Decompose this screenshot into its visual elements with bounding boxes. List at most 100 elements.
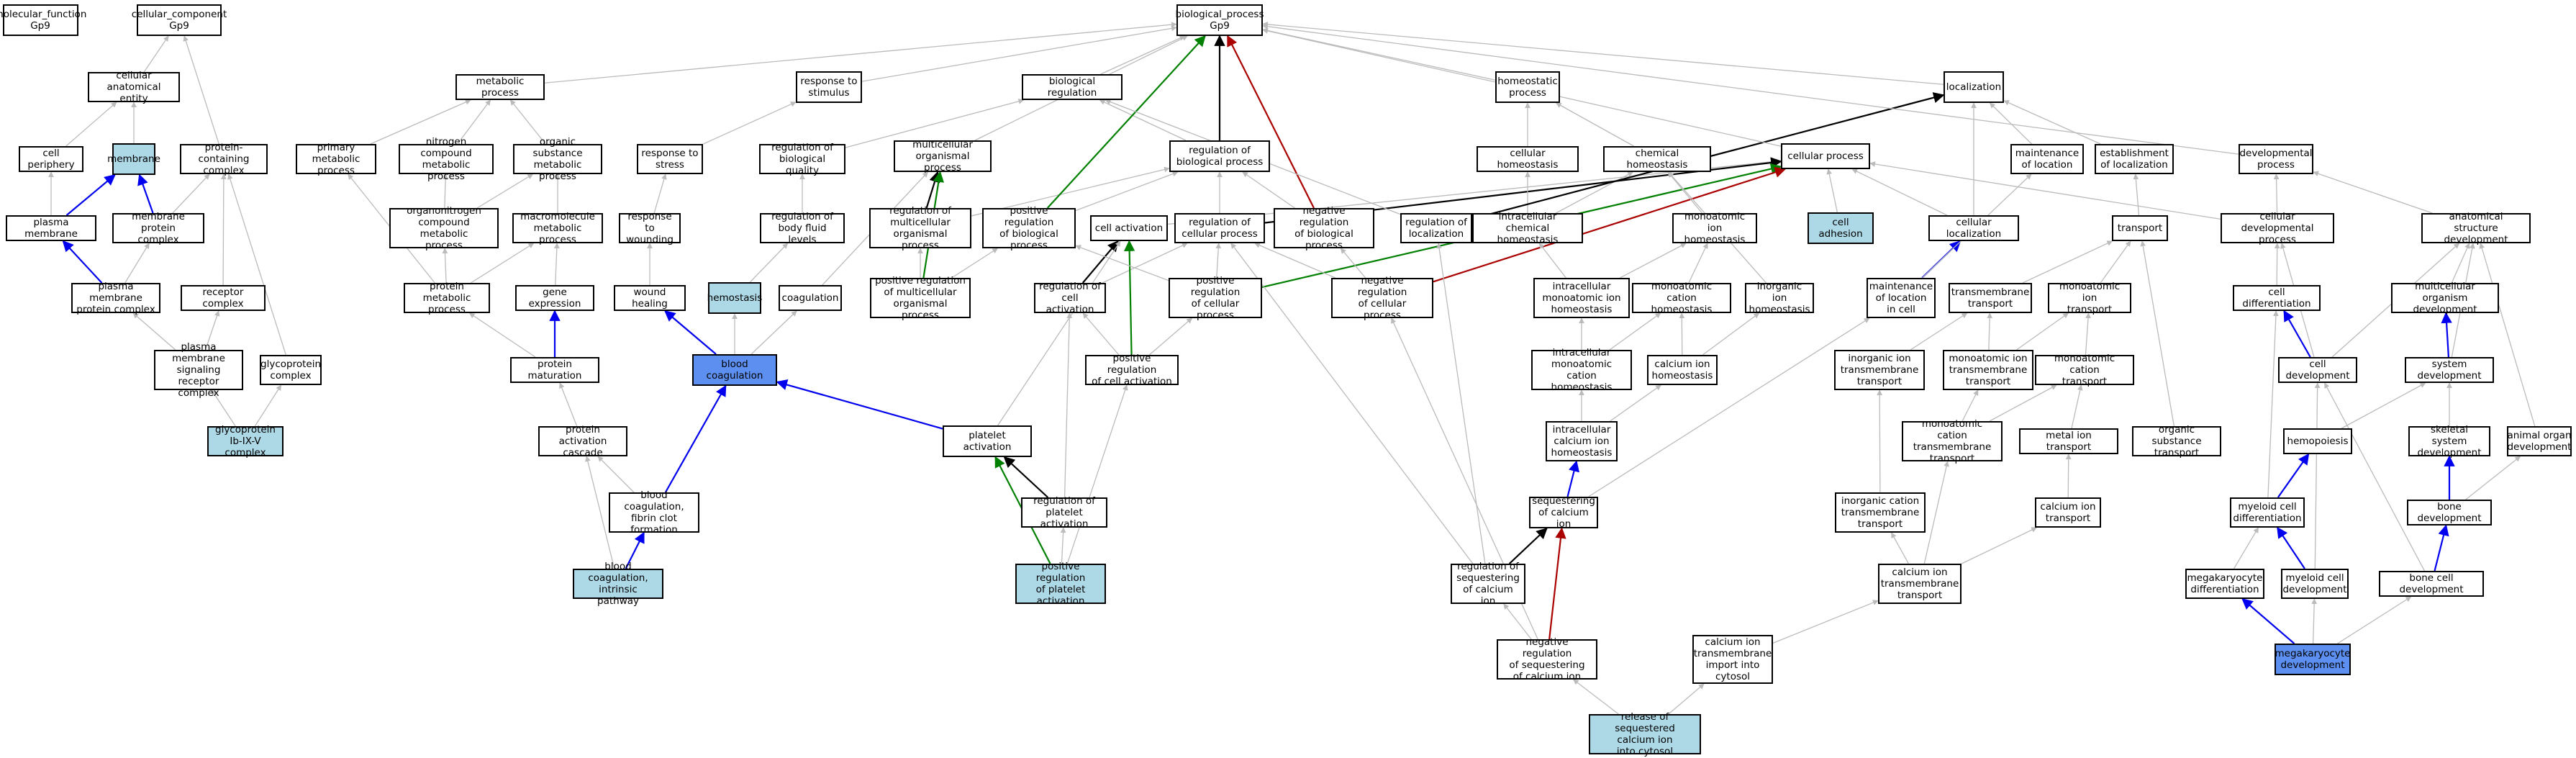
go-term-node-ppp[interactable]: primary metabolic process [296,142,376,176]
go-term-node-rol[interactable]: regulation of localization [1400,213,1472,243]
go-term-node-bcoag[interactable]: blood coagulation [692,354,777,386]
go-term-node-rtw[interactable]: response to wounding [619,211,681,245]
go-term-node-sci[interactable]: sequestering of calcium ion [1529,495,1598,530]
go-term-node-metit[interactable]: metal ion transport [2019,428,2118,454]
go-term-node-hp[interactable]: homeostatic process [1495,71,1560,103]
go-term-node-citt[interactable]: calcium ion transmembrane transport [1878,564,1962,604]
go-term-node-bcip[interactable]: blood coagulation, intrinsic pathway [573,561,663,607]
go-term-node-ca[interactable]: cell activation [1090,215,1168,241]
go-term-node-cit[interactable]: calcium ion transport [2035,497,2101,528]
go-term-node-ost[interactable]: organic substance transport [2132,424,2221,459]
go-term-node-rsci2[interactable]: release of sequestered calcium ion into … [1589,711,1701,757]
go-term-node-mkd[interactable]: megakaryocyte differentiation [2185,569,2264,599]
go-term-node-bcf[interactable]: blood coagulation, fibrin clot formation [609,489,699,536]
go-term-node-pm[interactable]: plasma membrane [6,215,96,241]
go-term-node-gpc[interactable]: glycoprotein complex [260,355,322,385]
go-term-node-cadh[interactable]: cell adhesion [1808,212,1874,244]
go-term-node-mcdev[interactable]: myeloid cell development [2281,569,2349,599]
go-term-node-gib[interactable]: glycoprotein Ib-IX-V complex [207,424,284,459]
go-term-node-ch[interactable]: cellular homeostasis [1477,146,1579,172]
go-term-node-iih[interactable]: inorganic ion homeostasis [1745,281,1814,315]
go-term-node-rca[interactable]: regulation of cell activation [1034,281,1106,315]
go-term-node-mkdev[interactable]: megakaryocyte development [2275,644,2351,675]
go-term-node-trans[interactable]: transport [2112,215,2168,241]
go-term-node-rbp[interactable]: regulation of biological process [1169,140,1270,172]
go-term-node-chh[interactable]: chemical homeostasis [1603,146,1711,172]
go-term-node-cpr[interactable]: cellular process [1781,143,1870,169]
go-term-node-skd[interactable]: skeletal system development [2408,424,2490,459]
go-term-node-cc[interactable]: cellular_component Gp9 [132,4,227,36]
go-term-node-coag[interactable]: coagulation [779,285,842,311]
go-term-node-rbfl[interactable]: regulation of body fluid levels [760,211,845,245]
go-term-node-mach[interactable]: monoatomic cation homeostasis [1632,281,1731,315]
go-term-node-nrsci[interactable]: negative regulation of sequestering of c… [1497,636,1597,682]
go-term-node-pac[interactable]: protein activation cascade [538,424,627,459]
go-term-node-mcd[interactable]: myeloid cell differentiation [2230,497,2305,528]
go-term-node-rsci[interactable]: regulation of sequestering of calcium io… [1451,561,1525,607]
go-term-node-iitt[interactable]: inorganic ion transmembrane transport [1834,350,1925,390]
go-term-node-rc[interactable]: receptor complex [181,285,266,311]
go-term-node-mact[interactable]: monoatomic cation transport [2035,353,2134,387]
go-term-node-cp[interactable]: cell periphery [19,146,83,172]
go-term-node-osmp[interactable]: organic substance metabolic process [513,136,602,182]
go-term-node-mpc[interactable]: membrane protein complex [112,211,204,245]
go-term-node-oncmp[interactable]: organonitrogen compound metabolic proces… [389,205,499,251]
go-term-node-prcp[interactable]: positive regulation of cellular process [1169,275,1262,321]
go-term-node-metp[interactable]: metabolic process [455,74,545,100]
go-term-node-cdiff[interactable]: cell differentiation [2233,285,2321,311]
go-term-node-hemop[interactable]: hemopoiesis [2283,428,2352,454]
go-term-node-tmt[interactable]: transmembrane transport [1949,283,2032,313]
go-term-node-mactt[interactable]: monoatomic cation transmembrane transpor… [1902,418,2003,464]
go-term-node-citic[interactable]: calcium ion transmembrane import into cy… [1692,635,1773,684]
go-term-node-prca[interactable]: positive regulation of cell activation [1085,353,1179,387]
go-term-node-cih[interactable]: calcium ion homeostasis [1647,355,1718,385]
go-term-node-cae[interactable]: cellular anatomical entity [88,70,180,104]
go-term-node-imih[interactable]: intracellular monoatomic ion homeostasis [1533,278,1630,318]
go-term-node-devp[interactable]: developmental process [2239,144,2313,174]
go-term-node-aod[interactable]: animal organ development [2507,426,2572,456]
go-term-node-pmat[interactable]: protein maturation [510,357,599,383]
go-term-node-pmpc[interactable]: plasma membrane protein complex [71,281,160,315]
go-term-node-prmop[interactable]: positive regulation of multicellular org… [870,275,971,321]
go-term-node-icih[interactable]: intracellular calcium ion homeostasis [1546,421,1618,461]
go-term-node-mod[interactable]: multicellular organism development [2391,281,2499,315]
go-term-node-bp[interactable]: biological_process Gp9 [1176,4,1264,36]
go-term-node-ictt[interactable]: inorganic cation transmembrane transport [1835,492,1926,533]
go-term-node-rtst[interactable]: response to stress [637,144,703,174]
go-term-node-molc[interactable]: maintenance of location in cell [1867,278,1936,318]
go-term-node-bioreg[interactable]: biological regulation [1022,74,1123,100]
go-term-node-mem[interactable]: membrane [107,143,160,175]
go-term-node-mmp[interactable]: macromolecule metabolic process [512,211,603,245]
go-term-node-ge[interactable]: gene expression [515,285,594,311]
go-term-node-mop[interactable]: multicellular organismal process [894,139,992,173]
go-term-node-pmsrc[interactable]: plasma membrane signaling receptor compl… [154,341,243,399]
go-term-node-prbp[interactable]: positive regulation of biological proces… [982,205,1076,251]
go-term-node-nrcp[interactable]: negative regulation of cellular process [1331,275,1433,321]
go-term-node-icph[interactable]: intracellular chemical homeostasis [1472,211,1583,245]
go-term-node-asd[interactable]: anatomical structure development [2421,211,2531,245]
go-term-node-ncmp[interactable]: nitrogen compound metabolic process [399,136,494,182]
go-term-node-mol[interactable]: maintenance of location [2010,144,2084,174]
go-term-node-mf[interactable]: molecular_function Gp9 [0,4,86,36]
go-term-node-eol[interactable]: establishment of localization [2095,144,2174,174]
go-term-node-pa[interactable]: platelet activation [943,425,1032,457]
go-term-node-rmop[interactable]: regulation of multicellular organismal p… [869,205,971,251]
go-term-node-wh[interactable]: wound healing [614,285,686,311]
go-term-node-prpa[interactable]: positive regulation of platelet activati… [1015,561,1106,607]
go-term-node-cloc[interactable]: cellular localization [1928,215,2019,241]
go-term-node-mitt[interactable]: monoatomic ion transmembrane transport [1943,350,2033,390]
go-term-node-rbq[interactable]: regulation of biological quality [759,142,845,176]
go-term-node-loc[interactable]: localization [1944,71,2004,103]
go-term-node-cdp[interactable]: cellular developmental process [2221,211,2334,245]
go-term-node-mit[interactable]: monoatomic ion transport [2048,281,2131,315]
go-term-node-hemo[interactable]: hemostasis [707,282,762,314]
go-term-node-rts[interactable]: response to stimulus [796,71,862,103]
go-term-node-sysd[interactable]: system development [2405,357,2494,383]
go-term-node-pmp[interactable]: protein metabolic process [404,281,490,315]
go-term-node-rcp[interactable]: regulation of cellular process [1174,213,1265,243]
go-term-node-rpa[interactable]: regulation of platelet activation [1021,495,1107,530]
go-term-node-pcc[interactable]: protein-containing complex [180,142,268,176]
go-term-node-imach[interactable]: intracellular monoatomic cation homeosta… [1531,347,1632,393]
go-term-node-celld[interactable]: cell development [2278,357,2357,383]
go-term-node-bcd[interactable]: bone cell development [2379,571,2484,597]
